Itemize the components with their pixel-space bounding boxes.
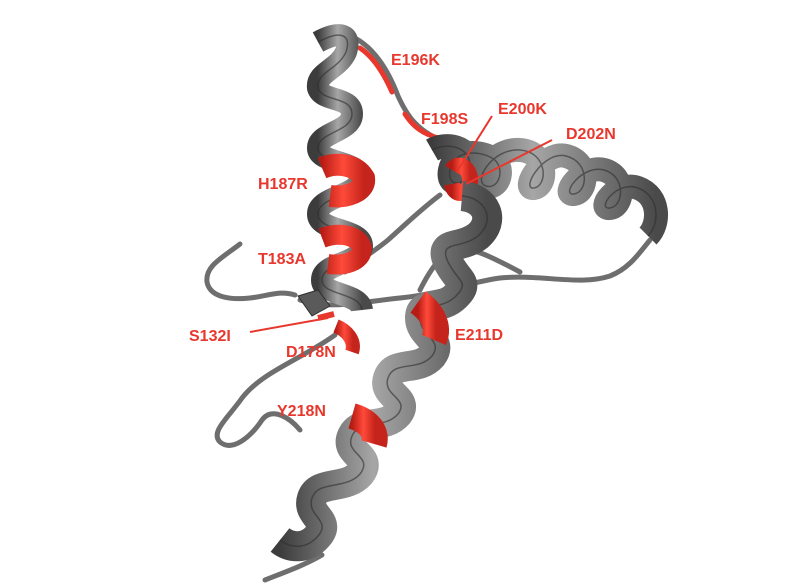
leader-d202n [465,139,553,185]
mutation-site-d178n [333,319,360,355]
mutation-site-t183a [318,224,373,275]
mutation-site-y218n [347,403,388,448]
label-d202n: D202N [566,126,616,143]
leader-s132i [249,317,329,333]
loop-left-n-term [204,241,298,302]
label-t183a: T183A [258,251,306,268]
label-e200k: E200K [498,101,547,118]
label-e211d: E211D [455,327,503,344]
mutation-site-s132i [317,311,335,321]
label-y218n: Y218N [277,403,326,420]
helix-3 [270,181,503,562]
helix-1 [307,24,375,314]
mutation-site-h187r [317,153,375,208]
mutation-labels: E196K F198S E200K D202N H187R T183A S132… [189,52,616,420]
label-d178n: D178N [286,344,336,361]
leader-e200k [457,115,493,171]
loop-top-e196k-red [357,45,395,95]
loop-lower-left [214,332,338,448]
strand-region [297,289,360,355]
label-f198s: F198S [421,111,468,128]
label-e196k: E196K [391,52,440,69]
loop-c-term [262,552,325,583]
label-s132i: S132I [189,328,231,345]
label-leader-lines [249,115,553,333]
label-h187r: H187R [258,176,308,193]
mutation-site-e211d [409,291,449,346]
